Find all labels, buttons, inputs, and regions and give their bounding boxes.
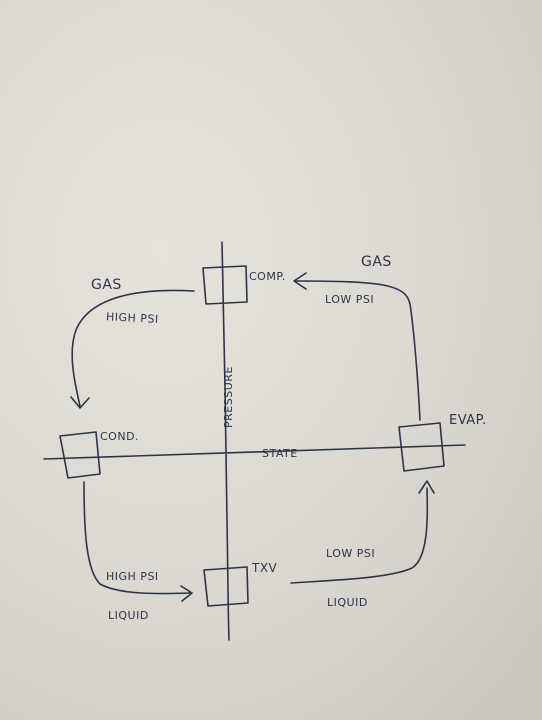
- top-left-state-label: GAS: [91, 277, 122, 293]
- top-right-state-label: GAS: [361, 254, 392, 270]
- txv-label: TXV: [251, 561, 278, 575]
- evaporator-box: [398, 422, 445, 472]
- flow-txv-to-evap: [290, 487, 429, 584]
- condenser-label: COND.: [100, 430, 139, 443]
- evaporator-label: EVAP.: [449, 413, 487, 428]
- arrowhead-to-txv: [180, 585, 193, 602]
- pressure-axis-label: PRESSURE: [222, 366, 235, 428]
- state-axis: [43, 444, 466, 460]
- arrowhead-to-cond: [70, 396, 90, 409]
- top-right-pressure-label: LOW PSI: [325, 293, 374, 306]
- compressor-box: [202, 265, 248, 305]
- bottom-right-pressure-label: LOW PSI: [326, 547, 375, 560]
- bottom-left-state-label: LIQUID: [108, 609, 149, 622]
- arrowhead-to-evap: [418, 480, 435, 494]
- flow-evap-to-comp: [295, 280, 421, 421]
- top-left-pressure-label: HIGH PSI: [106, 310, 159, 326]
- flow-comp-to-cond: [71, 289, 195, 407]
- bottom-right-state-label: LIQUID: [327, 596, 368, 609]
- txv-box: [203, 566, 249, 607]
- condenser-box: [59, 431, 101, 479]
- arrowhead-to-comp: [293, 272, 307, 290]
- bottom-left-pressure-label: HIGH PSI: [106, 570, 159, 583]
- flow-cond-to-txv: [83, 481, 191, 595]
- state-axis-label: STATE: [262, 447, 298, 460]
- compressor-label: COMP.: [249, 270, 286, 283]
- pressure-axis: [221, 241, 230, 641]
